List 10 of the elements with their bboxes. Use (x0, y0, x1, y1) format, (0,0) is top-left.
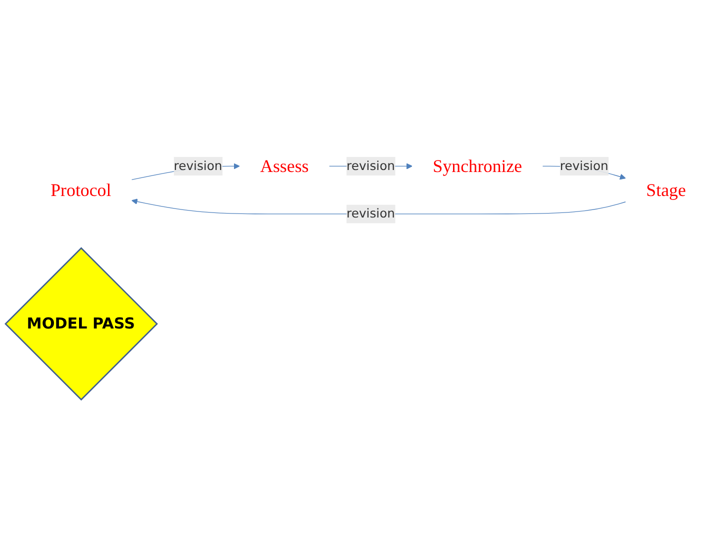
node-text: Synchronize (432, 156, 522, 176)
edge-label: revision (346, 158, 396, 174)
node-text: Assess (260, 156, 309, 176)
edge-label: revision (174, 158, 222, 174)
node-text: Stage (646, 180, 686, 200)
node-diamond: MODEL PASS (4, 247, 158, 401)
node-text: Protocol (50, 180, 112, 200)
edge-label: revision (346, 206, 396, 222)
arrow (132, 198, 626, 214)
edge-label: revision (560, 158, 608, 174)
